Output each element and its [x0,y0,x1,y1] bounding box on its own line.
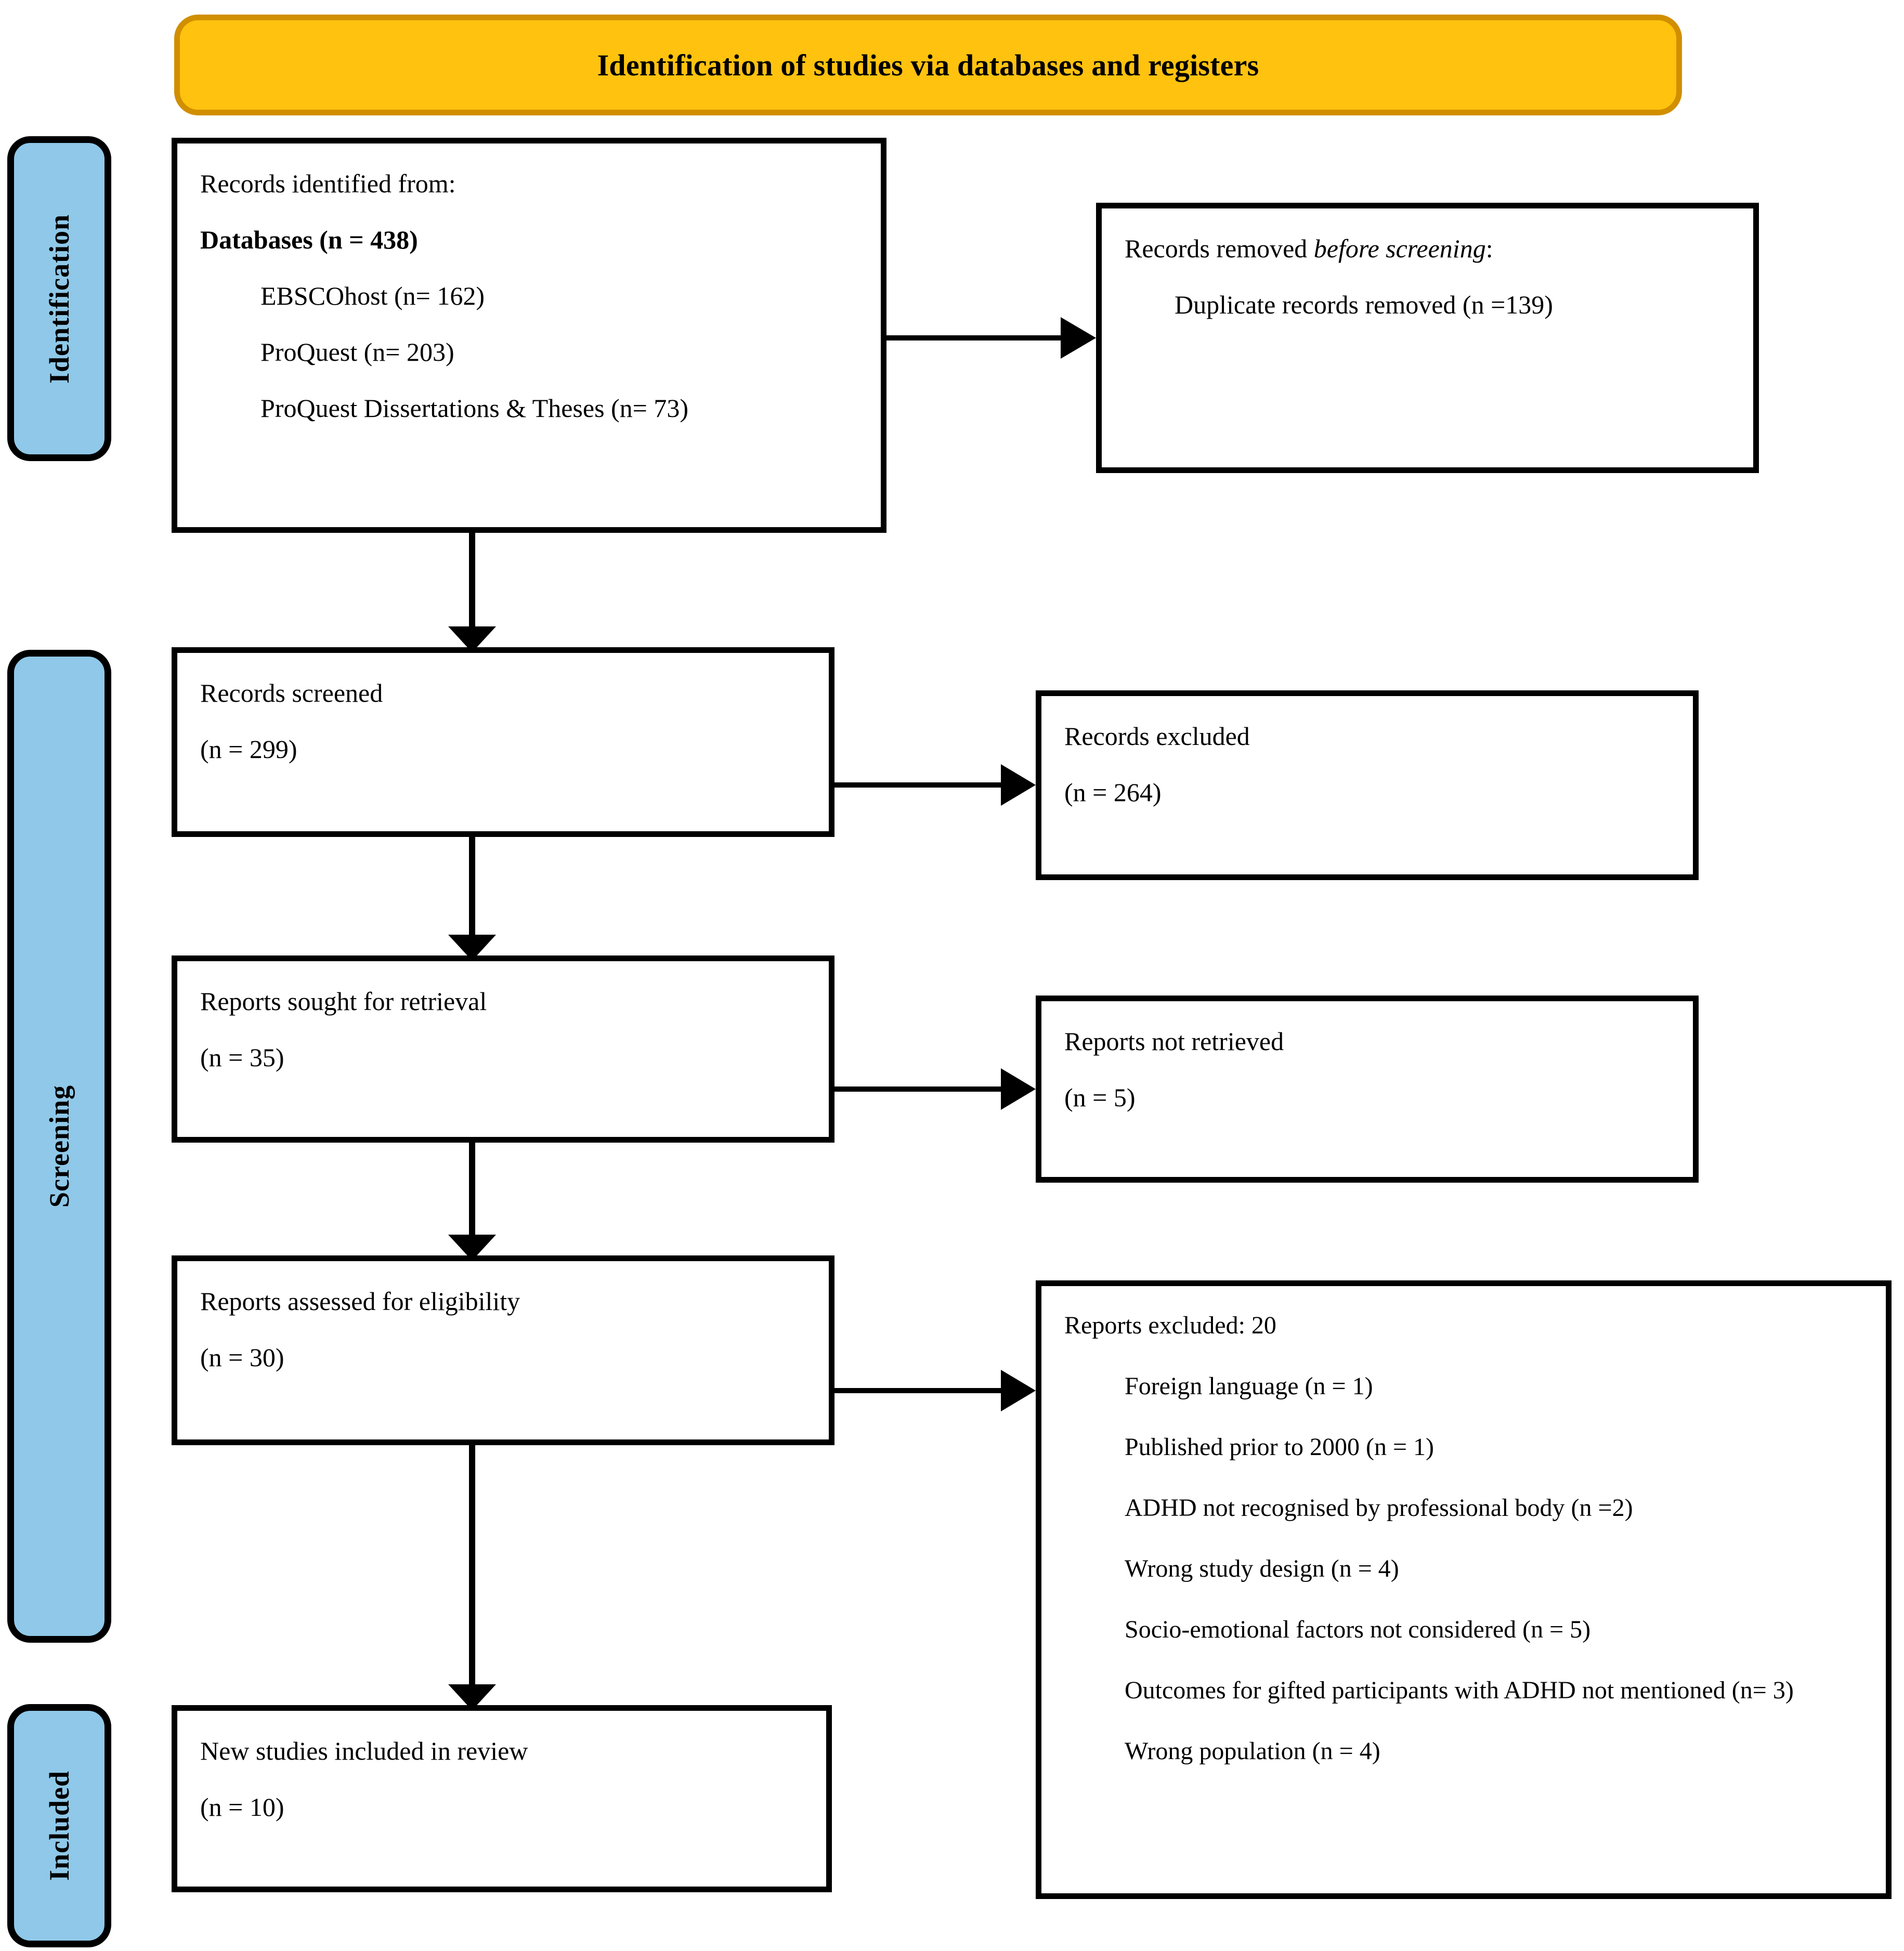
reports-assessed-label: Reports assessed for eligibility [200,1287,520,1316]
reports-sought-count: (n = 35) [200,1043,284,1072]
exclusion-reason-outcomes-not-mentioned: Outcomes for gifted participants with AD… [1125,1676,1794,1704]
box-new-studies-included: New studies included in review (n = 10) [172,1705,832,1892]
box-reports-sought: Reports sought for retrieval (n = 35) [172,955,834,1143]
box-reports-excluded-reasons: Reports excluded: 20 Foreign language (n… [1036,1280,1892,1899]
reports-not-retrieved-count: (n = 5) [1064,1083,1136,1112]
exclusion-reason-wrong-study-design: Wrong study design (n = 4) [1125,1554,1399,1582]
box-records-screened: Records screened (n = 299) [172,647,834,837]
source-proquest-dissertations: ProQuest Dissertations & Theses (n= 73) [260,394,689,423]
duplicate-records-removed: Duplicate records removed (n =139) [1175,290,1553,319]
box-reports-assessed: Reports assessed for eligibility (n = 30… [172,1255,834,1445]
banner-title: Identification of studies via databases … [597,48,1259,82]
box-records-removed: Records removed before screening: Duplic… [1096,203,1759,473]
box-reports-not-retrieved: Reports not retrieved (n = 5) [1036,996,1699,1183]
source-ebscohost: EBSCOhost (n= 162) [260,281,485,310]
reports-assessed-count: (n = 30) [200,1343,284,1372]
exclusion-reason-adhd-not-recognised: ADHD not recognised by professional body… [1125,1494,1633,1522]
records-removed-heading-emphasis: before screening [1313,234,1486,263]
records-screened-count: (n = 299) [200,735,297,764]
records-screened-label: Records screened [200,678,383,708]
records-excluded-label: Records excluded [1064,722,1250,751]
reports-excluded-heading: Reports excluded: 20 [1064,1312,1276,1339]
box-records-excluded: Records excluded (n = 264) [1036,690,1699,880]
exclusion-reason-socio-emotional: Socio-emotional factors not considered (… [1125,1615,1591,1643]
exclusion-reason-wrong-population: Wrong population (n = 4) [1125,1737,1380,1765]
source-proquest: ProQuest (n= 203) [260,337,454,366]
stage-label-screening: Screening [7,650,111,1643]
box-records-identified: Records identified from: Databases (n = … [172,138,886,533]
databases-total: Databases (n = 438) [200,225,418,254]
stage-label-included: Included [7,1704,111,1947]
exclusion-reason-published-prior-2000: Published prior to 2000 (n = 1) [1125,1433,1434,1461]
reports-not-retrieved-label: Reports not retrieved [1064,1027,1284,1056]
records-identified-label: Records identified from: [200,169,456,198]
reports-sought-label: Reports sought for retrieval [200,987,487,1016]
exclusion-reason-foreign-language: Foreign language (n = 1) [1125,1372,1373,1400]
diagram-header-banner: Identification of studies via databases … [174,15,1682,115]
new-studies-included-label: New studies included in review [200,1736,528,1765]
stage-label-identification: Identification [7,136,111,461]
stage-label-text: Identification [44,214,75,384]
records-removed-heading: Records removed before screening: [1125,229,1730,268]
records-removed-heading-pre: Records removed [1125,234,1314,263]
new-studies-included-count: (n = 10) [200,1792,284,1822]
stage-label-text: Included [44,1770,75,1881]
records-excluded-count: (n = 264) [1064,778,1162,807]
stage-label-text: Screening [44,1085,75,1208]
records-removed-heading-post: : [1485,234,1493,263]
